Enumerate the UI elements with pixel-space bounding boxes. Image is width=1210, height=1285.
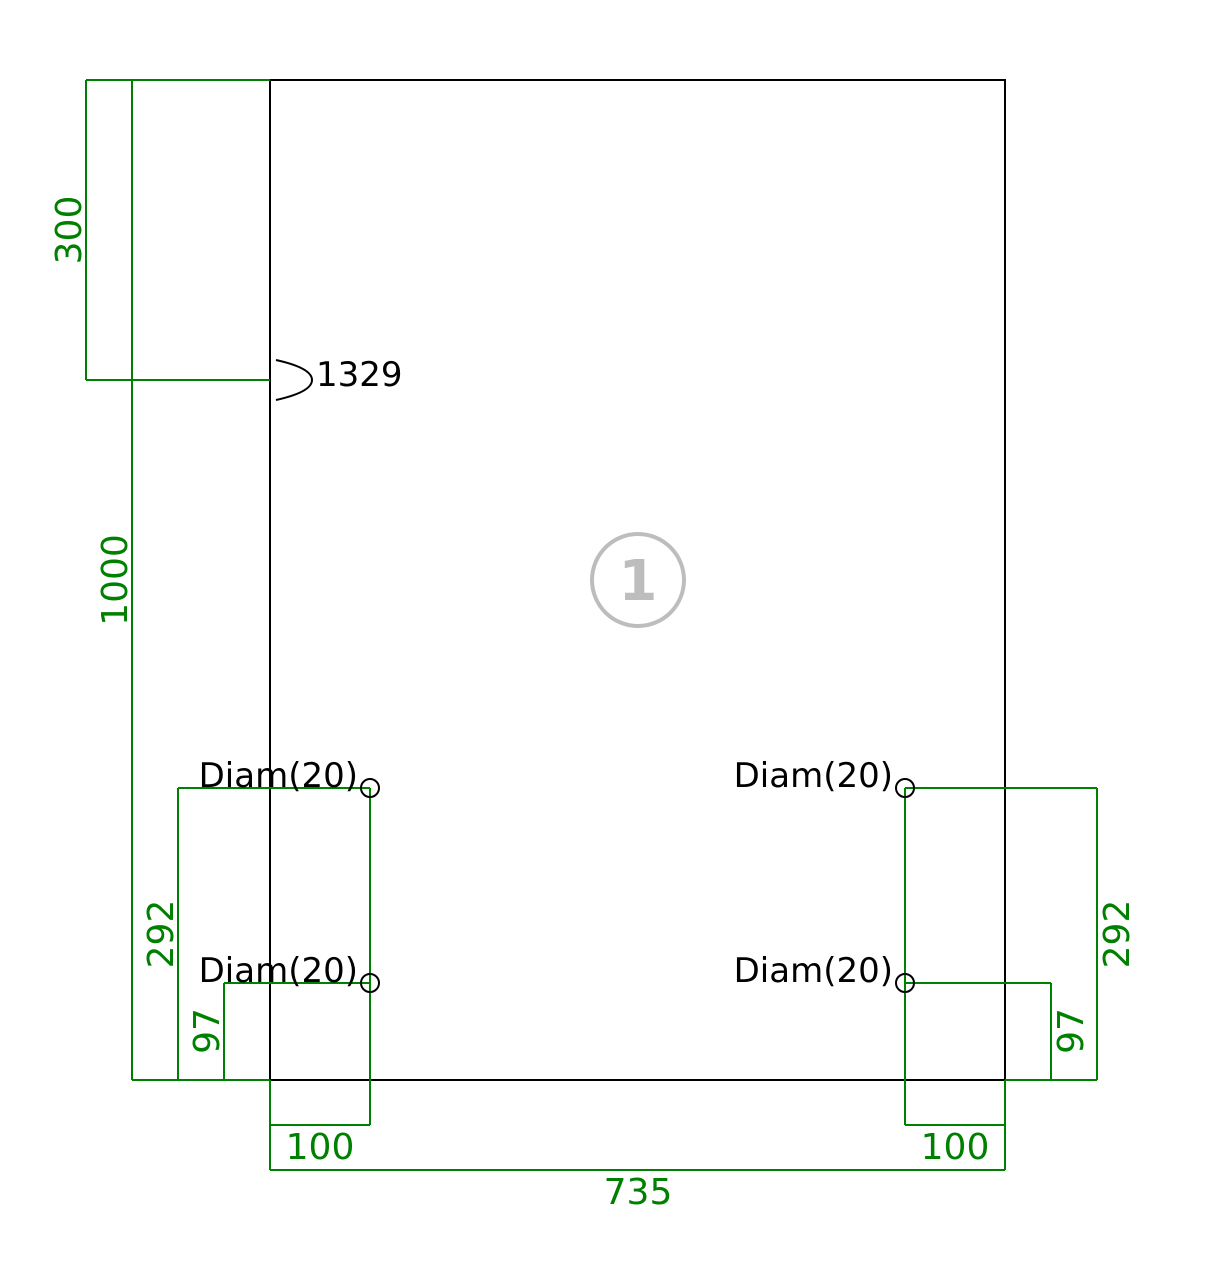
dimension-right-lower-hole-value: 97 — [1051, 1008, 1092, 1054]
dimension-right-upper-hole: 292 — [905, 787, 1138, 1081]
hole-label-bottom-left: Diam(20) — [199, 951, 358, 991]
edge-label: 1329 — [316, 355, 403, 395]
hole-top-left — [360, 778, 380, 798]
dimension-left-hole-offset: 100 — [269, 788, 371, 1168]
dimension-height: 1000 — [95, 80, 270, 1081]
dimension-width: 735 — [269, 1125, 1006, 1213]
hole-bottom-left — [360, 973, 380, 993]
part-outline — [269, 79, 1006, 1081]
hole-top-right — [895, 778, 915, 798]
dimension-right-upper-hole-value: 292 — [1097, 900, 1138, 969]
dimension-right-hole-offset: 100 — [904, 788, 1006, 1168]
edge-notch-symbol — [275, 359, 314, 401]
dimension-right-hole-offset-value: 100 — [921, 1127, 990, 1168]
dimension-right-lower-hole: 97 — [905, 982, 1092, 1080]
part-number-badge — [590, 532, 686, 628]
dimension-top-offset-value: 300 — [49, 196, 90, 265]
hole-label-bottom-right: Diam(20) — [734, 951, 893, 991]
part-number: 1 — [619, 549, 658, 614]
dimension-left-hole-offset-value: 100 — [286, 1127, 355, 1168]
dimension-left-lower-hole-value: 97 — [187, 1008, 228, 1054]
hole-bottom-right — [895, 973, 915, 993]
dimension-top-offset: 300 — [49, 79, 270, 381]
dimension-height-value: 1000 — [95, 534, 136, 626]
hole-label-top-right: Diam(20) — [734, 756, 893, 796]
hole-label-top-left: Diam(20) — [199, 756, 358, 796]
dimension-left-upper-hole: 292 — [141, 787, 370, 1081]
dimension-width-value: 735 — [604, 1172, 673, 1213]
dimension-left-lower-hole: 97 — [187, 982, 370, 1080]
dimension-left-upper-hole-value: 292 — [141, 900, 182, 969]
